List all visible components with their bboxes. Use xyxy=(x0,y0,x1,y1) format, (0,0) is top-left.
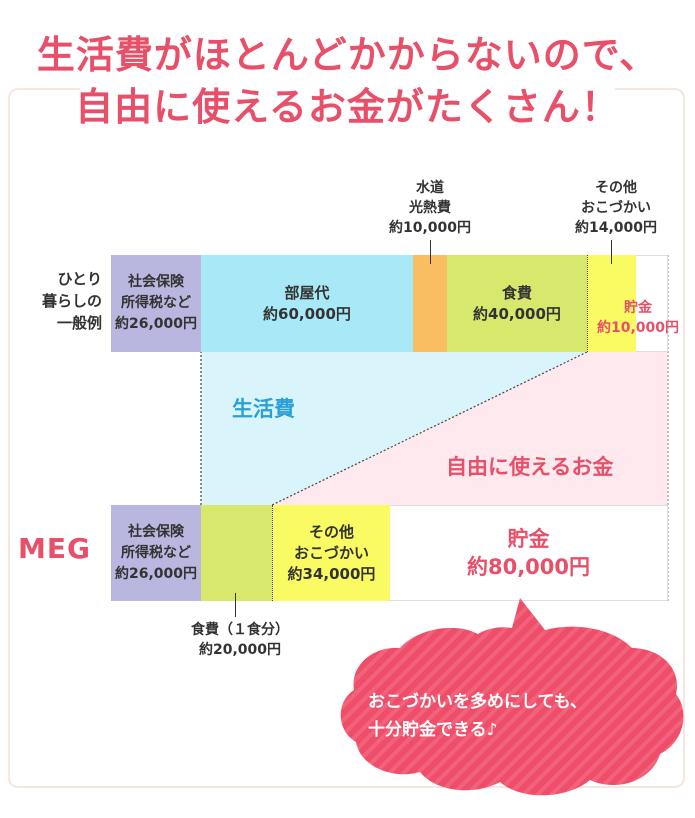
segment-text: 約80,000円 xyxy=(466,555,591,579)
segment-text: 約10,000円 xyxy=(596,320,680,336)
single-food-segment: 食費 約40,000円 xyxy=(447,255,587,352)
single-living-row-label: ひとり 暮らしの 一般例 xyxy=(14,268,102,334)
row-label-line: 暮らしの xyxy=(41,292,102,310)
headline-line-2: 自由に使えるお金がたくさん！ xyxy=(75,85,620,129)
callout-text: 約10,000円 xyxy=(388,220,472,236)
single-tax-segment: 社会保険 所得税など 約26,000円 xyxy=(111,255,201,352)
bubble-line: 十分貯金できる♪ xyxy=(368,720,498,740)
callout-text: 水道 xyxy=(416,180,444,196)
segment-text: 貯金 xyxy=(624,300,652,316)
meg-food-callout-line xyxy=(235,593,236,617)
free-money-region xyxy=(272,352,668,505)
single-savings-segment xyxy=(636,255,668,352)
segment-text: その他 xyxy=(308,522,354,541)
segment-text: 約34,000円 xyxy=(287,564,376,583)
segment-text: 約26,000円 xyxy=(114,316,198,332)
meg-food-segment xyxy=(201,505,272,601)
segment-text: 約40,000円 xyxy=(473,304,561,323)
bubble-shape xyxy=(340,598,684,796)
single-rent-segment: 部屋代 約60,000円 xyxy=(201,255,413,352)
meg-row-label: MEG xyxy=(18,532,91,565)
allowance-callout: その他 おこづかい 約14,000円 xyxy=(558,178,674,238)
row-label-line: 一般例 xyxy=(56,314,102,332)
headline-line-1: 生活費がほとんどかからないので、 xyxy=(36,33,659,77)
segment-text: 所得税など xyxy=(121,295,191,311)
title-background xyxy=(80,76,615,132)
segment-text: 約26,000円 xyxy=(114,565,198,582)
bubble-line: おこづかいを多めにしても、 xyxy=(368,692,588,712)
meg-savings-segment: 貯金 約80,000円 xyxy=(390,505,668,601)
bubble-text: おこづかいを多めにしても、 十分貯金できる♪ xyxy=(356,688,688,744)
single-utilities-segment xyxy=(413,255,447,352)
callout-text: 約20,000円 xyxy=(198,642,282,658)
free-money-label: 自由に使えるお金 xyxy=(446,455,614,479)
meg-tax-segment: 社会保険 所得税など 約26,000円 xyxy=(111,505,201,601)
segment-text: 所得税など xyxy=(121,544,191,561)
living-cost-region xyxy=(201,352,587,505)
callout-text: 約14,000円 xyxy=(574,220,658,236)
single-allowance-segment xyxy=(587,255,636,352)
segment-text: 食費 xyxy=(501,283,532,302)
living-cost-label: 生活費 xyxy=(232,397,295,421)
single-savings-label: 貯金 約10,000円 xyxy=(590,298,686,338)
callout-text: おこづかい xyxy=(581,200,651,216)
meg-food-callout: 食費（１食分） 約20,000円 xyxy=(170,620,310,660)
utilities-callout: 水道 光熱費 約10,000円 xyxy=(372,178,488,238)
utilities-callout-line xyxy=(430,240,431,264)
segment-text: 社会保険 xyxy=(128,274,184,290)
segment-text: 社会保険 xyxy=(128,523,184,540)
segment-text: 約60,000円 xyxy=(263,304,351,323)
row-label-line: ひとり xyxy=(57,270,102,288)
segment-text: 貯金 xyxy=(507,527,550,551)
segment-text: おこづかい xyxy=(293,543,369,562)
meg-allowance-segment: その他 おこづかい 約34,000円 xyxy=(272,505,390,601)
callout-text: 光熱費 xyxy=(409,200,451,216)
segment-text: 部屋代 xyxy=(284,283,330,302)
callout-text: その他 xyxy=(595,180,637,196)
callout-text: 食費（１食分） xyxy=(191,622,289,638)
allowance-callout-line xyxy=(611,240,612,264)
